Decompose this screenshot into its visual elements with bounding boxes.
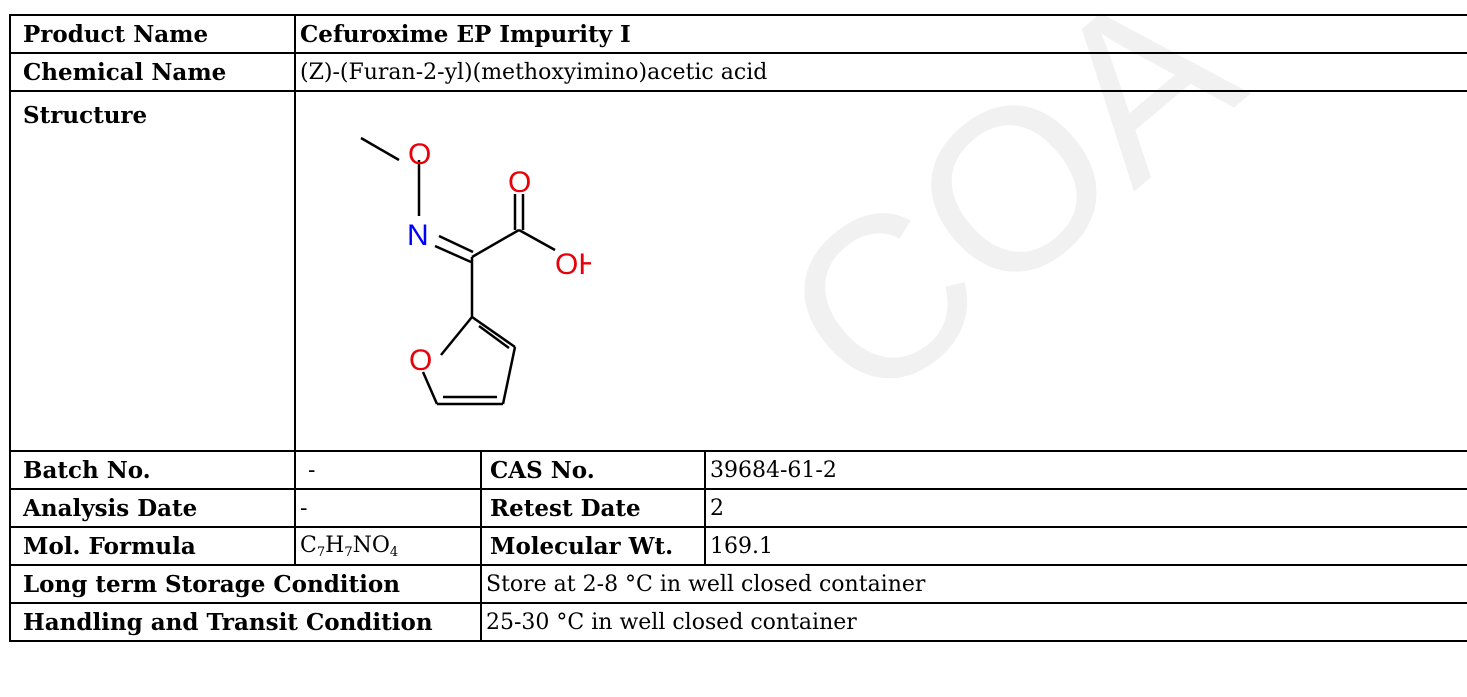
formula-no: NO [352,532,390,558]
analysis-date-value: - [294,488,482,528]
mol-formula-value: C7H7NO4 [294,526,482,566]
cas-no-value: 39684-61-2 [703,450,1467,490]
methoxy-oxygen-label: O [408,138,431,171]
cas-no-label: CAS No. [480,450,706,490]
row-chemical-name: Chemical Name (Z)-(Furan-2-yl)(methoxyim… [9,52,1467,92]
row-structure: Structure [9,90,1467,452]
storage-value: Store at 2-8 °C in well closed container [479,564,1467,604]
row-product-name: Product Name Cefuroxime EP Impurity I [9,14,1467,54]
imine-nitrogen-label: N [407,219,429,252]
chemical-name-value: (Z)-(Furan-2-yl)(methoxyimino)acetic aci… [293,52,1467,92]
mol-formula-label: Mol. Formula [9,526,296,566]
chemical-structure-image: O N O OH O [360,136,591,406]
row-storage: Long term Storage Condition Store at 2-8… [9,564,1467,604]
hydroxyl-label: OH [555,248,591,281]
product-name-label: Product Name [9,14,296,54]
chemical-name-label: Chemical Name [9,52,296,92]
handling-label: Handling and Transit Condition [9,602,482,642]
formula-c: C [300,532,317,558]
carbonyl-oxygen-label: O [508,166,531,199]
row-batch-cas: Batch No. - CAS No. 39684-61-2 [9,450,1467,490]
formula-h: H [325,532,345,558]
row-handling: Handling and Transit Condition 25-30 °C … [9,602,1467,642]
structure-label: Structure [9,90,296,452]
analysis-date-label: Analysis Date [9,488,296,528]
formula-c-count: 7 [316,544,326,560]
structure-cell: O N O OH O [293,90,1467,452]
storage-label: Long term Storage Condition [9,564,482,604]
formula-h-count: 7 [344,544,353,560]
molecular-wt-value: 169.1 [703,526,1467,566]
furan-oxygen-label: O [409,344,432,377]
formula-o-count: 4 [389,544,399,560]
molecular-wt-label: Molecular Wt. [480,526,706,566]
batch-no-label: Batch No. [9,450,296,490]
product-name-text: Cefuroxime EP Impurity I [300,20,631,48]
batch-no-value: - [294,450,482,490]
handling-value: 25-30 °C in well closed container [479,602,1467,642]
retest-date-label: Retest Date [480,488,706,528]
row-formula-weight: Mol. Formula C7H7NO4 Molecular Wt. 169.1 [9,526,1467,566]
coa-table: Product Name Cefuroxime EP Impurity I Ch… [9,14,1467,642]
row-dates: Analysis Date - Retest Date 2 [9,488,1467,528]
product-name-value: Cefuroxime EP Impurity I [293,14,1467,54]
retest-date-value: 2 [703,488,1467,528]
